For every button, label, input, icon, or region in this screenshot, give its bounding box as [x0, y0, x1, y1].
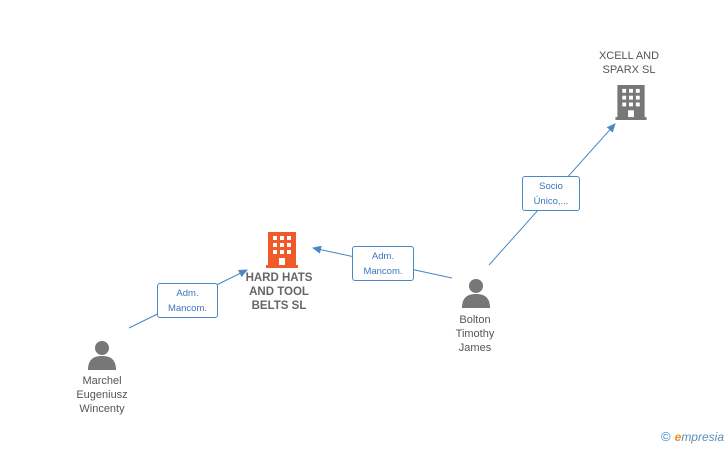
- edge-label-marchel-adm-mancom[interactable]: Adm. Mancom.: [157, 283, 218, 318]
- person-label-bolton[interactable]: Bolton Timothy James: [455, 314, 495, 354]
- brand-e: e: [674, 430, 682, 444]
- company-label-xcell[interactable]: XCELL AND SPARX SL: [598, 50, 660, 76]
- company-label-hard-hats[interactable]: HARD HATS AND TOOL BELTS SL: [245, 272, 313, 312]
- copyright-symbol: ©: [661, 429, 671, 444]
- person-icon[interactable]: [461, 278, 491, 308]
- building-icon[interactable]: [615, 85, 647, 120]
- person-label-marchel[interactable]: Marchel Eugeniusz Wincenty: [76, 375, 128, 415]
- building-icon[interactable]: [266, 232, 298, 268]
- person-icon[interactable]: [87, 340, 117, 370]
- empresia-logo: ©empresia: [661, 429, 724, 444]
- edge-label-bolton-adm-mancom[interactable]: Adm. Mancom.: [352, 246, 414, 281]
- brand-name: mpresia: [681, 430, 724, 444]
- edge-label-bolton-socio-unico[interactable]: Socio Único,...: [522, 176, 580, 211]
